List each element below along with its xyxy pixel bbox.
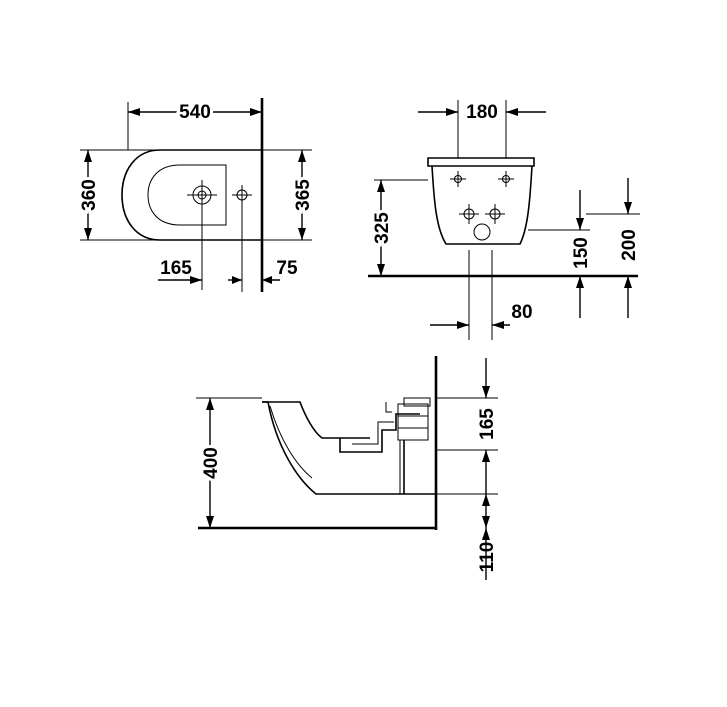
- front-view-bidet-body: [431, 165, 533, 245]
- side-view-bidet-rim: [262, 401, 370, 439]
- dim-label-165-side: 165: [477, 408, 498, 440]
- dim-label-80: 80: [511, 302, 532, 323]
- dim-label-365: 365: [293, 179, 314, 211]
- side-view-valve-block: [397, 403, 429, 441]
- dim-label-325: 325: [372, 212, 393, 244]
- top-view-bowl-outline: [147, 164, 227, 226]
- side-view-bolt-block: [403, 397, 431, 407]
- top-view: 540 360 365 165 75: [76, 98, 317, 292]
- dim-label-400: 400: [201, 447, 222, 479]
- front-view-bidet-outline: [427, 157, 535, 167]
- dim-label-165-top: 165: [160, 258, 192, 279]
- front-view: 180 325 150 200 80: [368, 100, 640, 340]
- side-view: 400 165 110: [196, 356, 498, 580]
- dim-label-110: 110: [477, 542, 498, 573]
- dim-label-75: 75: [276, 258, 298, 279]
- side-view-bowl-inner: [269, 405, 313, 479]
- dim-label-360: 360: [79, 179, 100, 211]
- side-view-siphon: [339, 413, 420, 453]
- dim-label-180: 180: [466, 102, 498, 123]
- front-view-bolt-markers: [450, 171, 514, 241]
- dim-label-200: 200: [619, 229, 640, 261]
- dim-label-150: 150: [571, 237, 592, 269]
- side-view-bidet-outline: [262, 401, 436, 495]
- dim-label-540: 540: [179, 102, 211, 123]
- top-view-bidet-outline: [121, 149, 262, 241]
